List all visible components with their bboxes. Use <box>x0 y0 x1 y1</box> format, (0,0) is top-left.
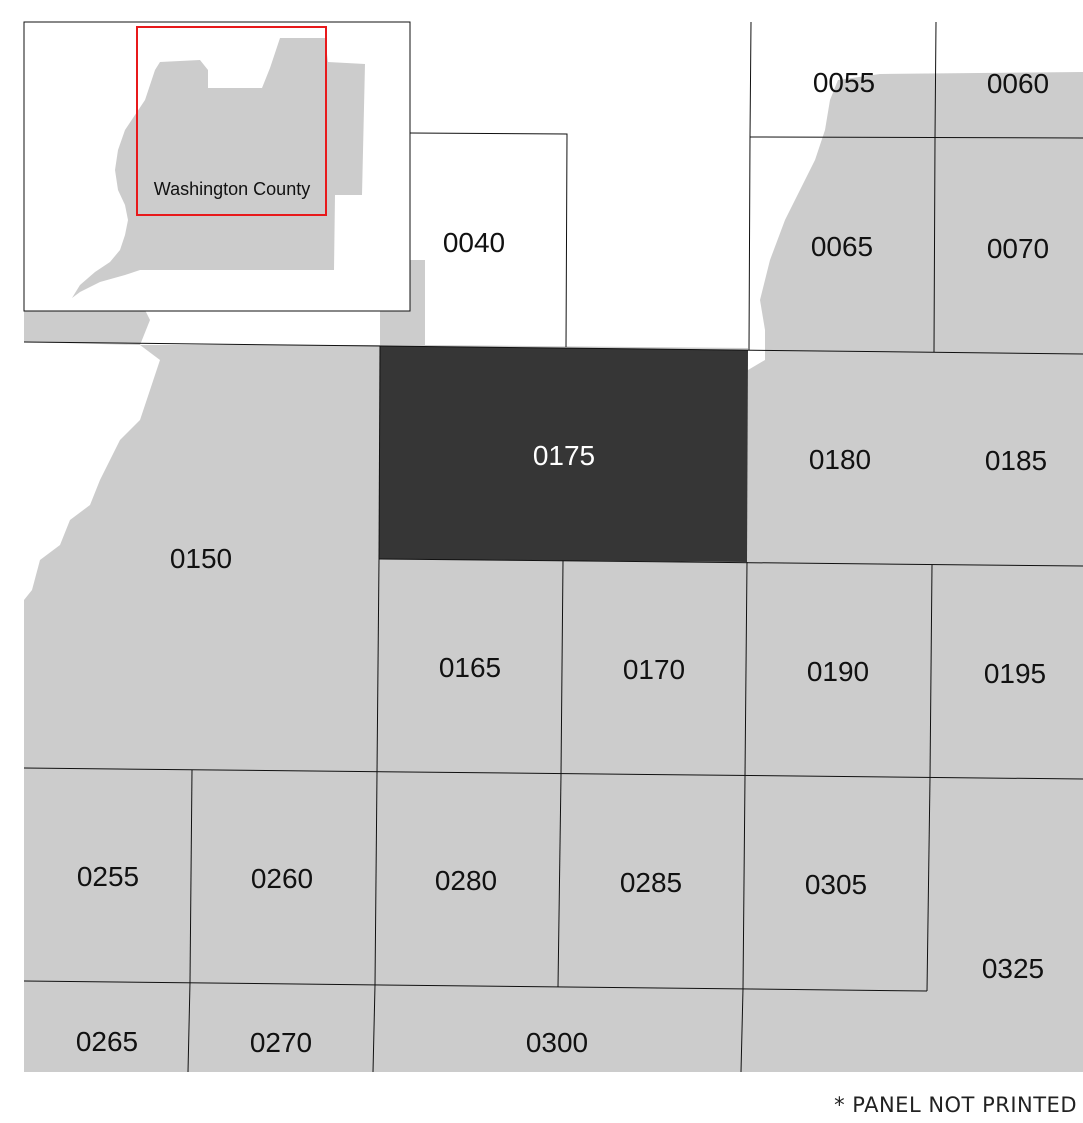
county-land <box>24 72 1083 1072</box>
inset-county-shape <box>72 38 365 298</box>
panel-grid <box>23 21 1083 1073</box>
panel-label-0270: 0270 <box>250 1027 312 1058</box>
panel-label-0040: 0040 <box>443 227 505 258</box>
inset-extent-box <box>136 26 327 216</box>
panel-label-0195: 0195 <box>984 658 1046 689</box>
panel-label-0055: 0055 <box>813 67 875 98</box>
panel-label-0185: 0185 <box>985 445 1047 476</box>
locator-inset: Washington County <box>23 21 411 312</box>
panel-label-0305: 0305 <box>805 869 867 900</box>
panel-label-0285: 0285 <box>620 867 682 898</box>
panel-label-0165: 0165 <box>439 652 501 683</box>
panel-label-0150: 0150 <box>170 543 232 574</box>
panel-label-0065: 0065 <box>811 231 873 262</box>
panel-label-0060: 0060 <box>987 68 1049 99</box>
panel-label-0325: 0325 <box>982 953 1044 984</box>
panel-label-0070: 0070 <box>987 233 1049 264</box>
panel-label-0265: 0265 <box>76 1026 138 1057</box>
panel-label-0170: 0170 <box>623 654 685 685</box>
panel-label-0180: 0180 <box>809 444 871 475</box>
panel-label-0260: 0260 <box>251 863 313 894</box>
panel-label-0300: 0300 <box>526 1027 588 1058</box>
panel-label-0255: 0255 <box>77 861 139 892</box>
panel-label-0190: 0190 <box>807 656 869 687</box>
panel-labels: 0040 0055 0060 0065 0070 0150 0165 0170 … <box>76 67 1049 1058</box>
panel-label-0175: 0175 <box>533 440 595 471</box>
inset-county-label: Washington County <box>154 179 310 199</box>
panel-0175-fill <box>379 346 748 562</box>
panel-not-printed-note: * PANEL NOT PRINTED <box>834 1093 1077 1117</box>
panel-label-0280: 0280 <box>435 865 497 896</box>
